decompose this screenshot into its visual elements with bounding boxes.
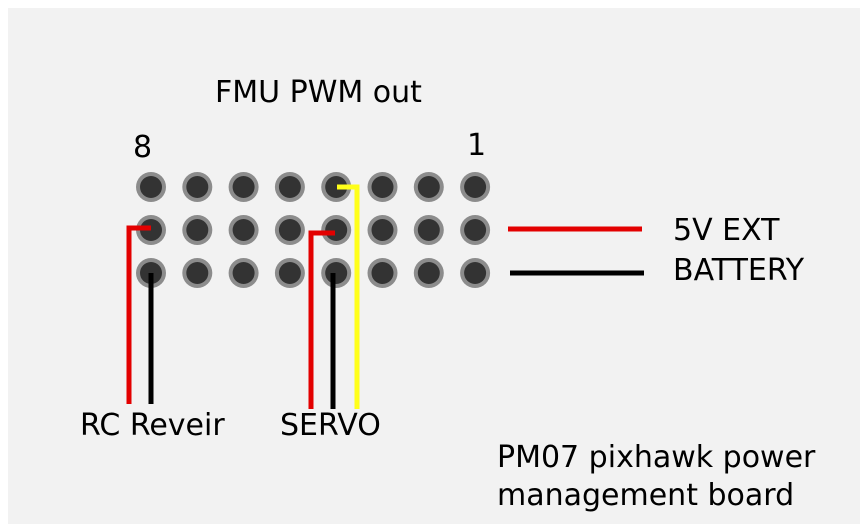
pin-8-number: 8	[133, 130, 153, 165]
board-name: PM07 pixhawk power management board	[497, 439, 815, 515]
pin-core	[417, 262, 440, 284]
pin-core	[325, 176, 348, 198]
pin-core	[232, 176, 255, 198]
pin-core	[371, 176, 394, 198]
rc-receiver-label: RC Reveir	[80, 408, 225, 443]
pin-core	[278, 262, 301, 284]
pin-core	[371, 219, 394, 241]
pin-core	[464, 219, 487, 241]
battery-rail-label: BATTERY	[673, 253, 805, 288]
pin-core	[464, 176, 487, 198]
rc-power-wire	[126, 225, 151, 404]
pin-core	[371, 262, 394, 284]
pin-core	[278, 219, 301, 241]
pin-core	[186, 176, 209, 198]
board-name-line-1: PM07 pixhawk power	[497, 440, 816, 475]
ext5v-rail-label: 5V EXT	[673, 213, 780, 248]
pin-core	[232, 219, 255, 241]
pin-core	[464, 262, 487, 284]
pin-1-number: 1	[467, 128, 487, 163]
pin-core	[325, 219, 348, 241]
pin-core	[325, 262, 348, 284]
board-name-line-2: management board	[497, 478, 795, 513]
pin-core	[278, 176, 301, 198]
pin-core	[417, 219, 440, 241]
servo-label: SERVO	[280, 408, 381, 443]
diagram-title: FMU PWM out	[215, 75, 422, 110]
pin-core	[140, 176, 162, 198]
pin-core	[186, 262, 209, 284]
pin-grid	[136, 172, 491, 288]
servo-power-wire	[308, 230, 335, 409]
pin-core	[417, 176, 440, 198]
pin-core	[232, 262, 255, 284]
pin-core	[186, 219, 209, 241]
servo-signal-wire	[337, 184, 360, 409]
